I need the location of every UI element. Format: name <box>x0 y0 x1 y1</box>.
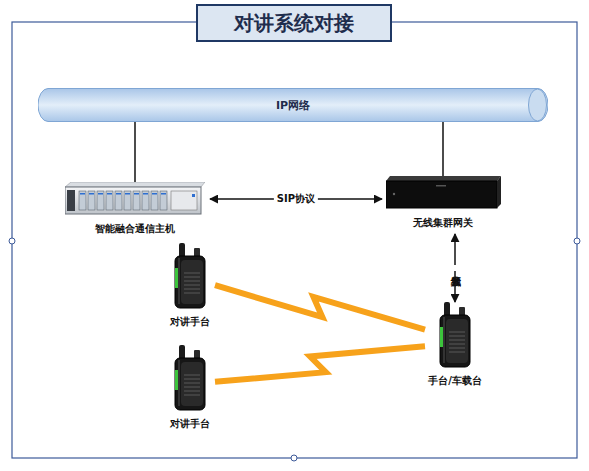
network-band: IP网络 <box>38 88 548 122</box>
gateway-illustration <box>386 176 501 210</box>
frame-handle <box>291 455 297 461</box>
cylinder-cap <box>529 89 547 121</box>
radio-symbol <box>440 302 470 367</box>
node-label: IP网络 <box>276 98 310 113</box>
outer-frame <box>12 22 577 458</box>
node-label: 手台/车载台 <box>428 374 482 388</box>
radio-link-bolt <box>215 346 425 382</box>
radio-node: 手台/车载台 <box>425 302 485 394</box>
node-label: 无线集群网关 <box>413 216 473 230</box>
radio-symbol <box>175 243 205 308</box>
radio-node: 对讲手台 <box>165 345 215 437</box>
gateway-node: 无线集群网关 <box>382 176 504 234</box>
node-label: 对讲手台 <box>170 417 210 431</box>
title-box: 对讲系统对接 <box>196 4 392 42</box>
radio-illustration <box>170 345 210 411</box>
edge-label: SIP协议 <box>274 192 318 206</box>
radio-illustration <box>170 243 210 309</box>
node-label: 对讲手台 <box>170 315 210 329</box>
connector-line <box>442 122 444 176</box>
frame-handle <box>9 238 15 244</box>
edge-label: 音频线 <box>448 265 462 271</box>
radio-illustration <box>435 302 475 368</box>
radio-node: 对讲手台 <box>165 243 215 331</box>
server-illustration <box>65 182 205 216</box>
diagram-title: 对讲系统对接 <box>234 10 354 37</box>
radio-symbol <box>175 345 205 410</box>
cylinder-body <box>38 89 548 122</box>
node-label: 智能融合通信主机 <box>95 222 175 236</box>
frame-handle <box>574 238 580 244</box>
server-node: 智能融合通信主机 <box>60 182 210 240</box>
radio-link-bolt <box>215 285 425 329</box>
server-symbol <box>65 182 205 214</box>
connector-line <box>134 122 136 182</box>
gateway-symbol <box>386 176 501 208</box>
